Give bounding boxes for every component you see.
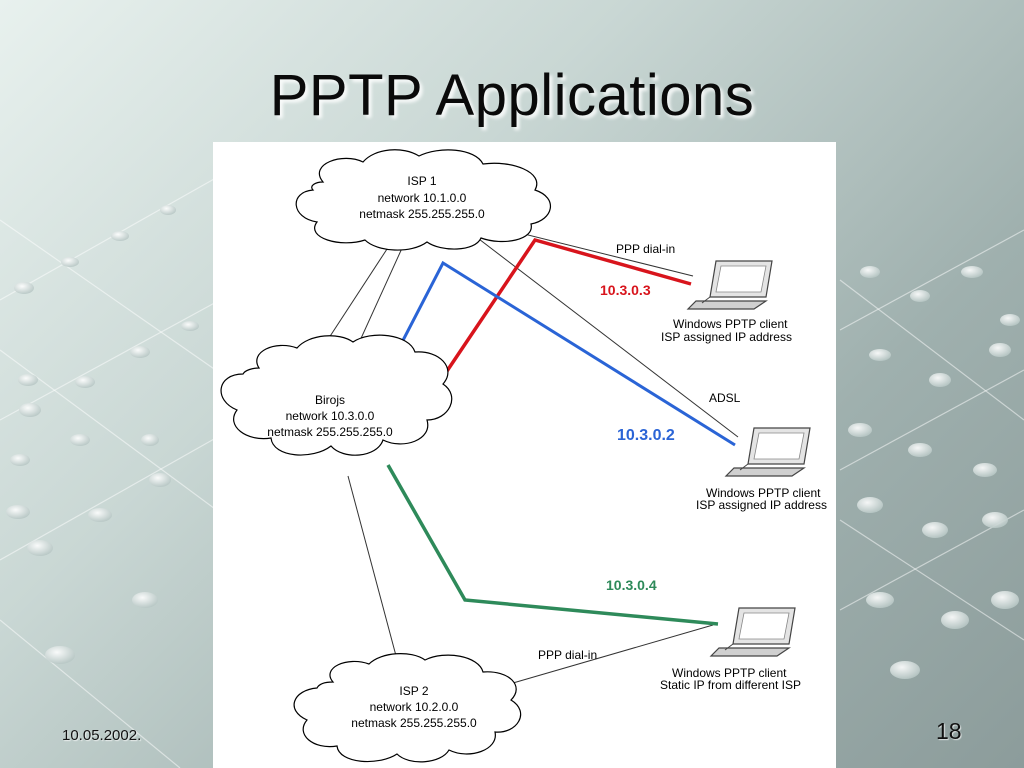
tunnel-line-10-3-0-4 <box>386 464 719 626</box>
slide-title: PPTP Applications <box>269 63 755 128</box>
slide-date: 10.05.2002. <box>62 727 142 744</box>
ppp-dialin-label-bottom: PPP dial-in <box>538 648 597 662</box>
ppp-dialin-label-top: PPP dial-in <box>616 242 675 256</box>
client1-title: Windows PPTP client <box>673 317 788 331</box>
isp2-network: network 10.2.0.0 <box>370 700 459 714</box>
client3-title: Windows PPTP client <box>672 666 787 680</box>
link-birojs-isp2 <box>347 475 404 683</box>
client2-title: Windows PPTP client <box>706 486 821 500</box>
client2-subtitle: ISP assigned IP address <box>696 498 827 512</box>
network-diagram: ISP 1 network 10.1.0.0 netmask 255.255.2… <box>213 142 836 768</box>
tunnel-ip-10-3-0-3: 10.3.0.3 <box>600 282 651 298</box>
tunnel-ip-10-3-0-2: 10.3.0.2 <box>617 427 675 444</box>
tunnel-ip-10-3-0-4: 10.3.0.4 <box>606 577 657 593</box>
laptop-icon <box>724 427 811 477</box>
cloud-isp2 <box>293 653 522 763</box>
tunnel-line-10-3-0-3 <box>443 237 692 375</box>
client3-subtitle: Static IP from different ISP <box>660 678 801 692</box>
adsl-label: ADSL <box>709 391 741 405</box>
laptop-icon <box>709 607 796 657</box>
isp2-name: ISP 2 <box>399 684 428 698</box>
client1-subtitle: ISP assigned IP address <box>661 330 792 344</box>
laptop-icon <box>686 260 773 310</box>
birojs-network: network 10.3.0.0 <box>286 409 375 423</box>
cloud-birojs <box>220 334 453 456</box>
link-isp2-client3 <box>512 624 714 684</box>
link-isp1-client2 <box>474 235 739 438</box>
isp1-name: ISP 1 <box>407 174 436 188</box>
birojs-netmask: netmask 255.255.255.0 <box>267 425 393 439</box>
isp1-network: network 10.1.0.0 <box>378 191 467 205</box>
page-number: 18 <box>936 718 962 744</box>
birojs-name: Birojs <box>315 393 345 407</box>
isp1-netmask: netmask 255.255.255.0 <box>359 207 485 221</box>
diagram-canvas: ISP 1 network 10.1.0.0 netmask 255.255.2… <box>220 149 827 763</box>
tunnel-line-10-3-0-2 <box>396 260 736 447</box>
cloud-isp1 <box>295 149 552 251</box>
isp2-netmask: netmask 255.255.255.0 <box>351 716 477 730</box>
